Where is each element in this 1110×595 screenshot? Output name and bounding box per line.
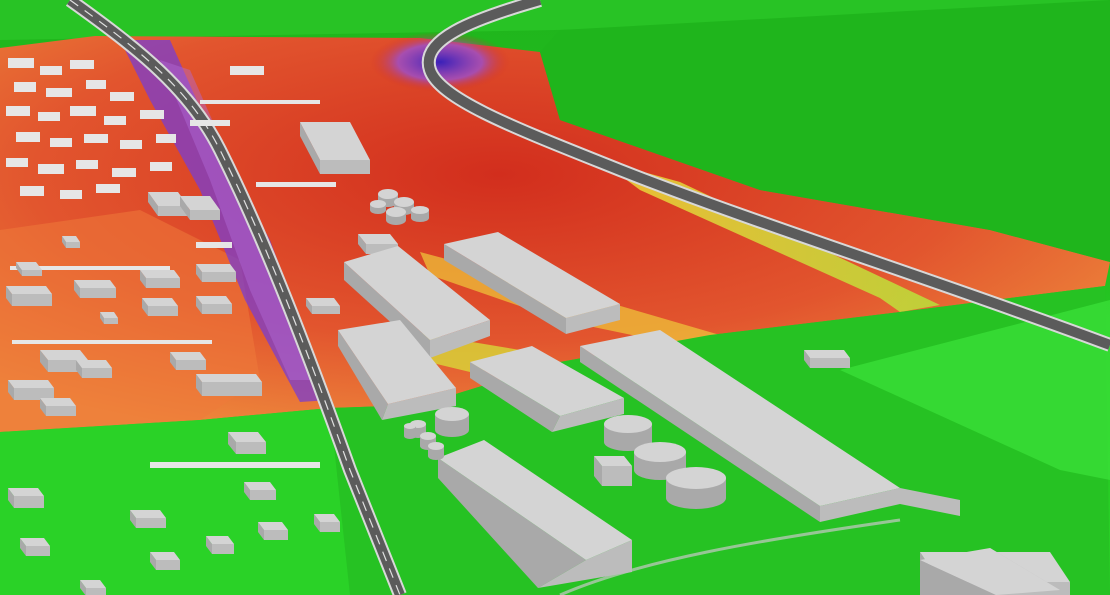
tank-icon [666,467,726,509]
building-icon [140,270,180,288]
road-right-surface [423,0,1110,350]
building-icon [206,536,234,554]
building-icon [358,234,398,254]
building-icon [148,192,188,216]
track [559,518,901,595]
tank-icon [428,442,444,460]
building-icon [150,552,180,570]
building-icon [180,196,220,220]
building-icon [196,296,232,314]
building-icon [40,398,76,416]
road-left-centerline [69,0,401,595]
building-icon [244,482,276,500]
building-icon [16,262,42,276]
tank-icon [404,423,416,439]
tank-icon [370,200,386,214]
building-icon [258,522,288,540]
building-icon [300,122,370,174]
building-icon [196,264,236,282]
terrain-foreground-left [0,408,350,595]
building-icon [920,548,1060,595]
noise-field-mid [0,210,260,432]
building-icon [228,432,266,454]
building-icon [594,456,632,486]
building-icon [76,360,112,378]
noise-min-zone [370,32,510,92]
building-icon [306,298,340,314]
tank-icon [435,407,469,437]
building-icon [470,346,624,432]
building-icon [314,514,340,532]
building-icon [338,320,456,420]
village-cluster [6,58,336,468]
terrain-right-upper [540,0,1110,262]
buildings-layer [6,122,1070,595]
terrain-far [0,0,1110,40]
building-icon [80,580,106,595]
building-icon [100,312,118,324]
building-icon [804,350,850,368]
tank-icon [604,415,652,451]
terrain-slope [840,300,1110,480]
building-icon [580,330,960,522]
building-icon [438,440,632,588]
building-icon [74,280,116,298]
noise-min-corridor [120,40,330,402]
building-icon [62,236,80,248]
building-icon [20,538,50,556]
tanks-layer [370,189,726,509]
building-icon [142,298,178,316]
building-icon [6,286,52,306]
building-icon [170,352,206,370]
building-icon [444,232,620,334]
building-icon [130,510,166,528]
building-icon [8,488,44,508]
tank-icon [411,206,429,222]
tank-icon [386,207,406,225]
building-icon [8,380,54,400]
building-icon [196,374,262,396]
